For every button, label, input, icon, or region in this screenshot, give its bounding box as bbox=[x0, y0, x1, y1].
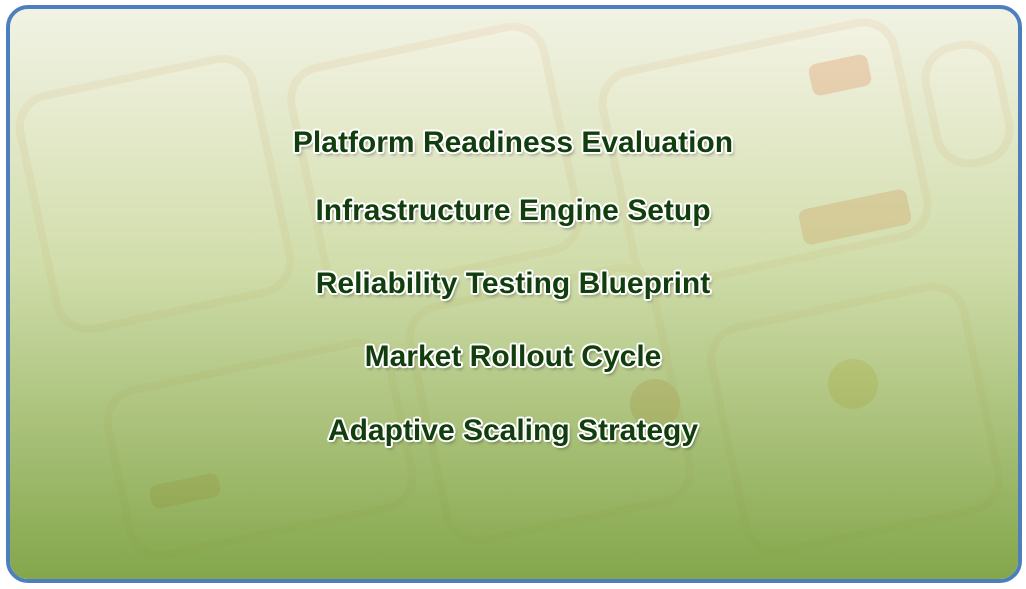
title-item: Adaptive Scaling Strategy bbox=[327, 414, 699, 447]
green-gradient-overlay bbox=[10, 9, 1018, 579]
title-item: Reliability Testing Blueprint bbox=[315, 267, 711, 300]
title-item: Platform Readiness Evaluation bbox=[292, 126, 734, 159]
title-list: Platform Readiness Evaluation Infrastruc… bbox=[292, 126, 734, 447]
title-item: Infrastructure Engine Setup bbox=[315, 194, 711, 227]
slide-frame bbox=[6, 5, 1022, 583]
title-item: Market Rollout Cycle bbox=[364, 340, 662, 373]
